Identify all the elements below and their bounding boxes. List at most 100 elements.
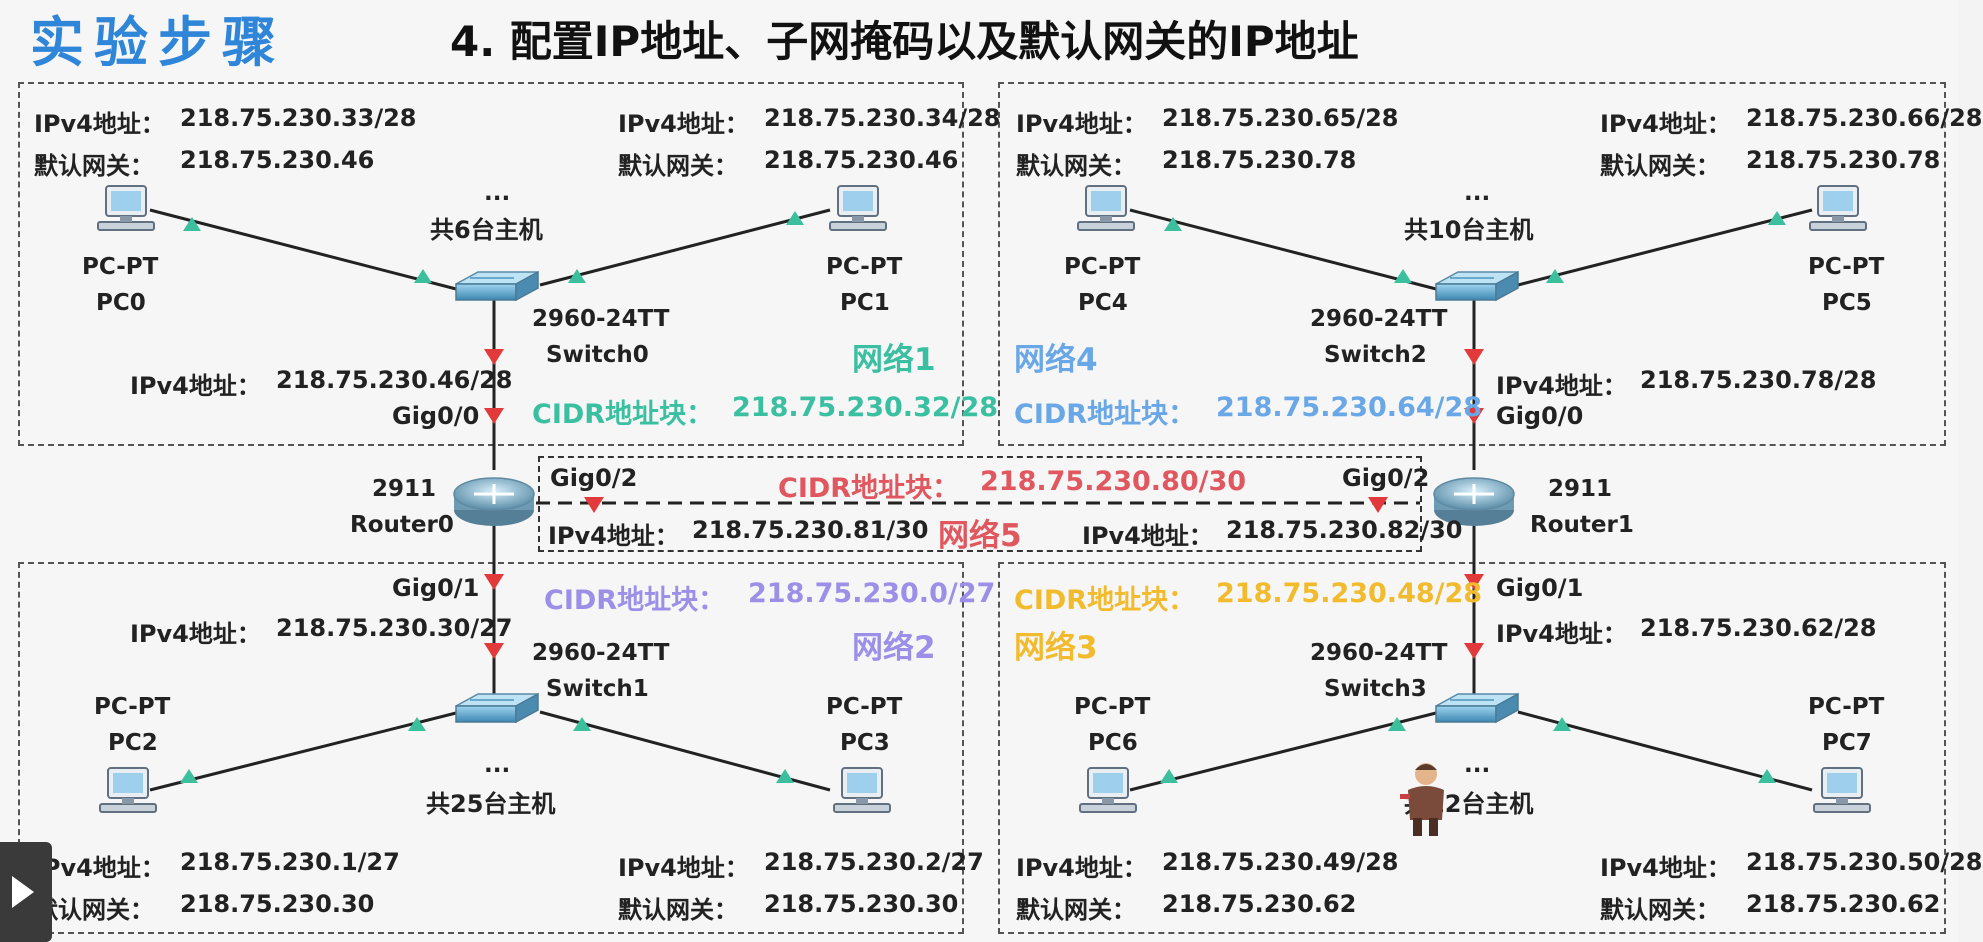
pc6-gw-label: 默认网关： [1016,896,1136,924]
switch3-name: Switch3 [1324,676,1427,702]
n4-cidr: 218.75.230.64/28 [1216,392,1483,423]
pc6-name: PC6 [1088,730,1138,756]
switch3-model: 2960-24TT [1310,640,1448,666]
pc5-gw-label: 默认网关： [1600,152,1720,180]
r0-g01-ip-label: IPv4地址： [130,620,261,648]
network2-links [149,525,831,792]
network4-links [1129,208,1813,470]
pc3-gw-label: 默认网关： [618,896,738,924]
n3-ellipsis: ... [1464,752,1491,778]
n5-cidr-label: CIDR地址块： [778,473,960,504]
network1-box [18,82,964,446]
network2-box [18,562,964,934]
r1-g02-ip-label: IPv4地址： [1082,522,1213,550]
n2-ellipsis: ... [484,752,511,778]
pc5-name: PC5 [1822,290,1872,316]
n4-host-count: 共10台主机 [1404,216,1534,244]
network4-name: 网络4 [1014,342,1098,378]
n3-cidr: 218.75.230.48/28 [1216,578,1483,609]
pc3-gw: 218.75.230.30 [764,890,959,918]
r1-g00-ip-label: IPv4地址： [1496,372,1627,400]
switch0-name: Switch0 [546,342,649,368]
pc0-model: PC-PT [82,254,159,280]
n1-host-count: 共6台主机 [430,216,543,244]
slide-subtitle: 4. 配置IP地址、子网掩码以及默认网关的IP地址 [450,17,1359,66]
pc1-gw: 218.75.230.46 [764,146,959,174]
pc5-gw: 218.75.230.78 [1746,146,1941,174]
router1-model: 2911 [1548,476,1613,502]
pc7-ip: 218.75.230.50/28 [1746,848,1983,876]
network4-box [998,82,1946,446]
pc1-gw-label: 默认网关： [618,152,738,180]
switch1-model: 2960-24TT [532,640,670,666]
router0-icon [452,476,536,528]
pc7-name: PC7 [1822,730,1872,756]
network3-box [998,562,1946,934]
play-icon[interactable] [0,842,52,942]
pc3-ip-label: IPv4地址： [618,854,749,882]
pc3-ip: 218.75.230.2/27 [764,848,984,876]
router-arrow-icons [484,349,1484,659]
n4-ellipsis: ... [1464,180,1491,206]
pc6-gw: 218.75.230.62 [1162,890,1357,918]
pc0-gw: 218.75.230.46 [180,146,375,174]
pc5-model: PC-PT [1808,254,1885,280]
pc2-icon [99,767,157,813]
pc4-icon [1077,185,1135,231]
pc2-gw: 218.75.230.30 [180,890,375,918]
pc3-icon [833,767,891,813]
n2-cidr: 218.75.230.0/27 [748,578,996,609]
r0-g02-port: Gig0/2 [550,464,638,492]
pc6-ip: 218.75.230.49/28 [1162,848,1399,876]
r0-g00-ip-label: IPv4地址： [130,372,261,400]
switch1-name: Switch1 [546,676,649,702]
pc2-ip: 218.75.230.1/27 [180,848,400,876]
router0-name: Router0 [350,512,454,538]
pc7-model: PC-PT [1808,694,1885,720]
r0-g01-ip: 218.75.230.30/27 [276,614,513,642]
pc4-gw-label: 默认网关： [1016,152,1136,180]
switch2-name: Switch2 [1324,342,1427,368]
r1-g01-ip: 218.75.230.62/28 [1640,614,1877,642]
r0-g00-port: Gig0/0 [392,402,480,430]
pc2-ip-label: IPv4地址： [34,854,165,882]
r1-g01-ip-label: IPv4地址： [1496,620,1627,648]
n1-cidr: 218.75.230.32/28 [732,392,999,423]
pc0-ip-label: IPv4地址： [34,110,165,138]
pc2-name: PC2 [108,730,158,756]
router0-model: 2911 [372,476,437,502]
n1-ellipsis: ... [484,180,511,206]
pc7-icon [1813,767,1871,813]
n3-cidr-label: CIDR地址块： [1014,585,1196,616]
pc1-ip-label: IPv4地址： [618,110,749,138]
pc4-model: PC-PT [1064,254,1141,280]
pc7-ip-label: IPv4地址： [1600,854,1731,882]
pc4-gw: 218.75.230.78 [1162,146,1357,174]
pc5-icon [1809,185,1867,231]
pc7-gw: 218.75.230.62 [1746,890,1941,918]
pc1-name: PC1 [840,290,890,316]
slide-heading: 实验步骤 [30,11,286,74]
pc6-model: PC-PT [1074,694,1151,720]
pc1-ip: 218.75.230.34/28 [764,104,1001,132]
pc0-gw-label: 默认网关： [34,152,154,180]
pc0-ip: 218.75.230.33/28 [180,104,417,132]
pc7-gw-label: 默认网关： [1600,896,1720,924]
pc0-name: PC0 [96,290,146,316]
presenter-figure [1400,763,1444,836]
switch2-icon [1435,271,1519,301]
r0-g00-ip: 218.75.230.46/28 [276,366,513,394]
pc4-ip: 218.75.230.65/28 [1162,104,1399,132]
n4-cidr-label: CIDR地址块： [1014,399,1196,430]
pc2-gw-label: 默认网关： [34,896,154,924]
network3-name: 网络3 [1014,630,1098,666]
switch0-model: 2960-24TT [532,306,670,332]
r1-g01-port: Gig0/1 [1496,574,1584,602]
pc4-ip-label: IPv4地址： [1016,110,1147,138]
network1-links [149,208,831,470]
switch2-model: 2960-24TT [1310,306,1448,332]
n5-cidr: 218.75.230.80/30 [980,466,1247,497]
r1-g02-port: Gig0/2 [1342,464,1430,492]
